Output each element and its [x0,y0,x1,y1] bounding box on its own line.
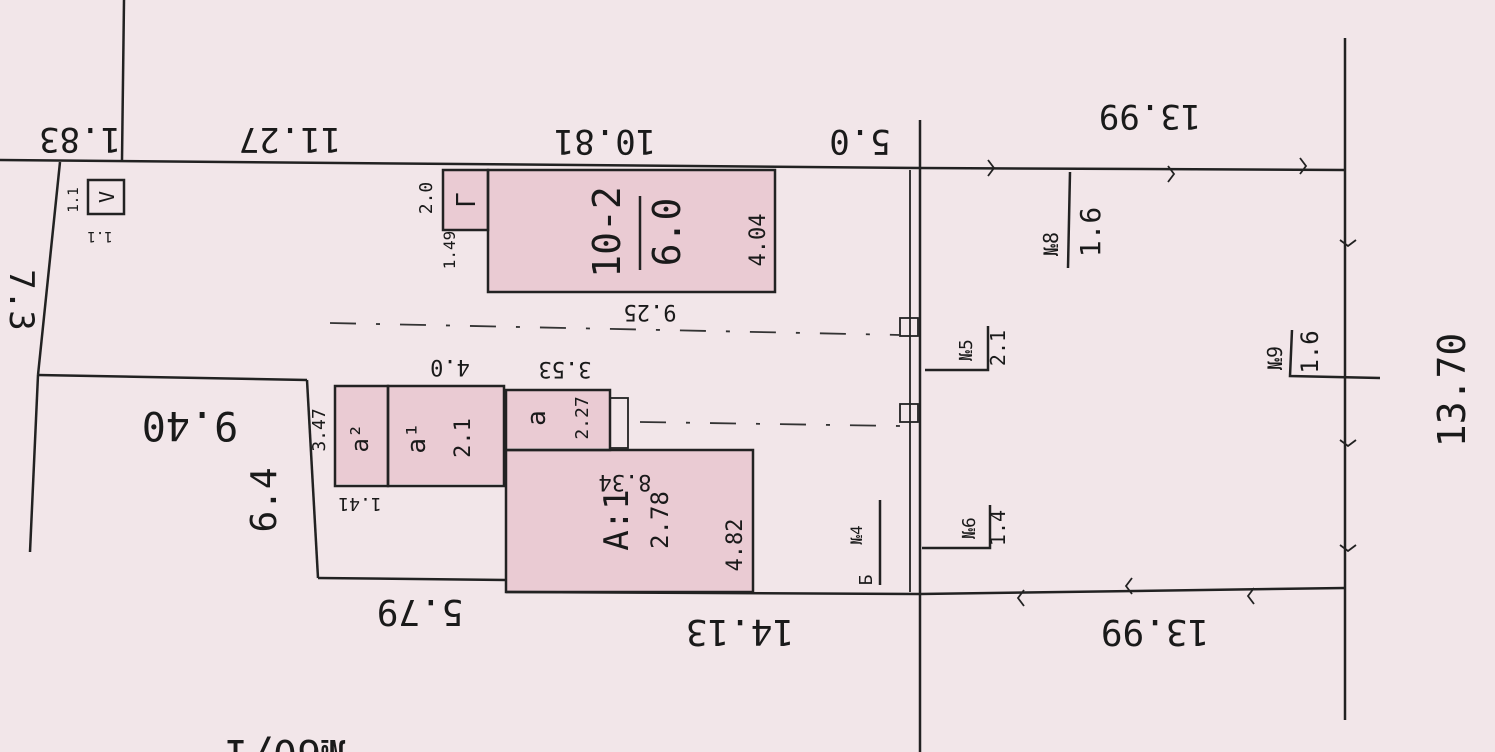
dim-4-82: 4.82 [723,519,748,572]
utility-line-upper [329,322,901,336]
boundary-step-579 [317,576,507,582]
dim-5-0: 5.0 [829,121,890,161]
building-a1-floors: 2.1 [451,418,476,458]
dim-13-70: 13.70 [1430,333,1474,447]
structure-8-value: 1.6 [1074,207,1107,258]
building-A-floors: 2.78 [646,491,674,549]
structure-8-number: №8 [1039,232,1063,256]
building-G-fill [443,170,488,230]
dim-9-40: 9.40 [142,402,238,448]
structure-6-value: 1.4 [986,510,1010,546]
building-a2 [333,384,390,488]
building-a1-label: a¹ [402,422,432,453]
building-A [504,448,755,594]
dim-13-99-top: 13.99 [1099,96,1201,136]
boundary-step-940 [37,373,308,382]
building-main-fill [488,170,775,292]
dim-13-99-bottom: 13.99 [1101,611,1209,652]
dim-1-1a: 1.1 [66,187,82,212]
fence-ticks [987,157,1357,607]
sheet-number: №60/1 [225,730,345,752]
dim-10-81: 10.81 [554,121,656,161]
utility-line-lower [639,421,901,427]
dim-1-41: 1.41 [338,493,381,514]
boundary-left-lower [28,374,40,553]
dim-2-0: 2.0 [416,182,437,215]
dim-6-4: 6.4 [244,467,285,532]
structure-8-line [1066,171,1072,269]
gate-post-lower [899,403,919,423]
structure-6-number: №6 [959,517,980,539]
boundary-step-64 [305,379,320,579]
structure-6-line [922,505,992,550]
structure-9-line [1288,329,1381,380]
structure-5-number: №5 [956,339,977,361]
dim-4-04: 4.04 [746,214,771,267]
dim-11-27: 11.27 [239,119,341,159]
building-a2-label: a² [346,424,374,453]
building-main-denominator: 6.0 [645,198,689,267]
building-G [441,168,490,232]
dim-4-0: 4.0 [430,354,470,379]
structure-5-line [925,326,990,372]
boundary-top-left [0,158,921,170]
building-G-label: Г [452,192,482,208]
structure-9-number: №9 [1263,346,1287,370]
dim-3-53: 3.53 [539,356,592,381]
structure-V-label: V [95,191,119,203]
building-a-fill [506,390,610,448]
structure-5-value: 2.1 [986,330,1010,366]
dim-1-83: 1.83 [39,119,121,159]
boundary-top-vertical [120,0,126,161]
building-a-floors: 2.27 [572,396,593,439]
building-A-label: A:1 [597,489,637,550]
dim-7-3: 7.3 [1,269,41,330]
building-A-fill [506,450,753,592]
building-a1-fill [388,386,504,484]
structure-V-marker [86,178,126,216]
building-a2-fill [335,386,387,484]
structure-4-number: №4 [847,525,866,544]
dim-9-25: 9.25 [624,299,677,324]
boundary-bottom-1399 [919,586,1346,596]
structure-B-label: Б [856,575,877,586]
structure-9-value: 1.6 [1296,330,1324,373]
gate-post-upper [899,317,919,337]
dim-8-34: 8.34 [599,469,652,494]
building-a-porch [609,397,629,449]
building-a-label: a [522,410,552,426]
building-main-numerator: 10-2 [585,186,629,278]
dim-14-13: 14.13 [686,611,794,652]
dim-5-79: 5.79 [377,591,464,632]
boundary-left-upper [36,161,62,376]
boundary-top-right [919,166,1346,172]
dim-3-47: 3.47 [309,408,330,451]
dim-1-1b: 1.1 [87,228,112,244]
dim-1-49: 1.49 [440,231,459,270]
